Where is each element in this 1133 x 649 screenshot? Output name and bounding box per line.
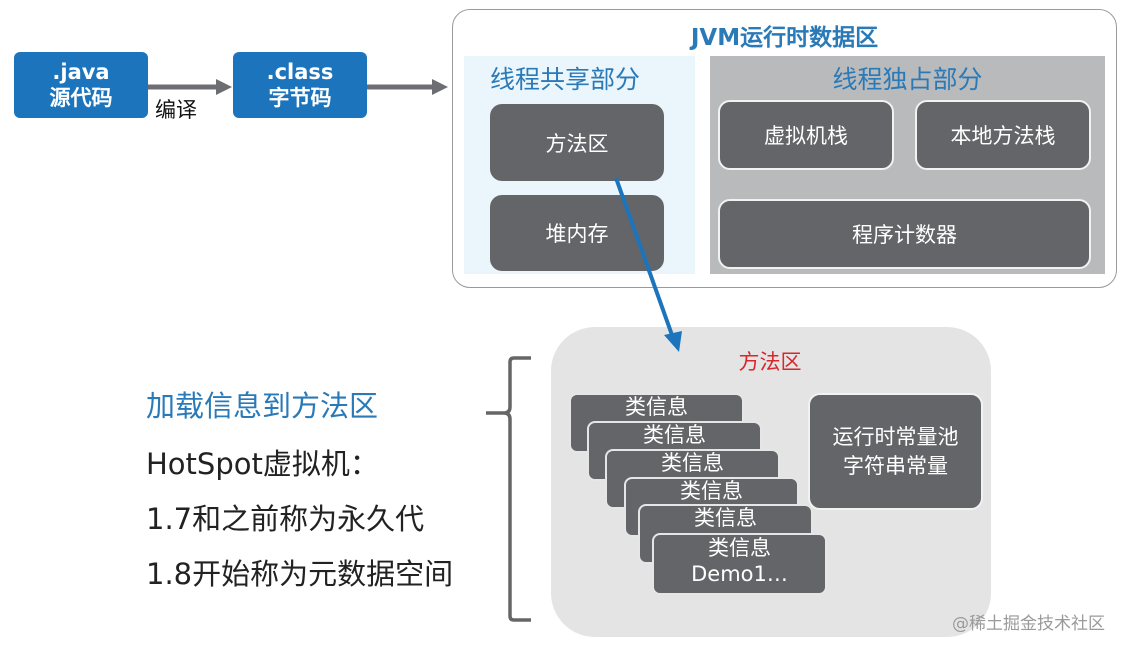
constant-pool-label: 运行时常量池 [832, 424, 959, 449]
to-jvm-arrow [367, 79, 448, 95]
pointer-arrow-line [614, 177, 674, 336]
program-counter-box: 程序计数器 [718, 199, 1091, 269]
private-section-title: 线程独占部分 [832, 65, 983, 94]
watermark: @稀土掘金技术社区 [952, 614, 1105, 634]
java-source-box: .java 源代码 [14, 52, 148, 118]
jvm-title: JVM运行时数据区 [690, 25, 879, 51]
string-constant-label: 字符串常量 [843, 453, 948, 478]
java-source-ext: .java [52, 60, 110, 84]
class-info-label: 类信息 [708, 536, 771, 560]
notes-line: 1.8开始称为元数据空间 [146, 557, 454, 591]
runtime-constant-pool-box: 运行时常量池 字符串常量 [808, 393, 983, 510]
method-area-box: 方法区 [490, 104, 664, 181]
notes-line: 1.7和之前称为永久代 [146, 502, 425, 536]
shared-section-title: 线程共享部分 [489, 65, 640, 94]
notes-line: HotSpot虚拟机： [146, 447, 379, 481]
compile-label: 编译 [155, 98, 197, 122]
bytecode-box: .class 字节码 [233, 52, 367, 118]
vm-stack-box: 虚拟机栈 [718, 100, 894, 170]
compile-arrow [148, 79, 232, 95]
bytecode-ext: .class [266, 60, 334, 84]
pointer-arrow-head [664, 331, 682, 352]
native-method-stack-box: 本地方法栈 [915, 100, 1091, 170]
java-source-label: 源代码 [49, 86, 113, 110]
notes-heading: 加载信息到方法区 [146, 389, 379, 423]
method-area-detail-title: 方法区 [738, 350, 802, 374]
class-info-sub-label: Demo1… [691, 562, 788, 586]
class-info-card-demo1: 类信息 Demo1… [652, 533, 827, 595]
bytecode-label: 字节码 [268, 86, 332, 110]
